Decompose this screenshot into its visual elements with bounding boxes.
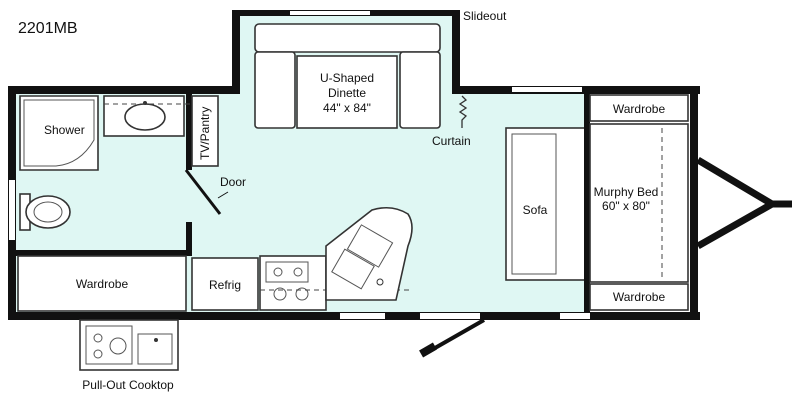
pull-out-cooktop xyxy=(79,319,179,371)
curtain-label: Curtain xyxy=(432,134,471,148)
wardrobe-bath-label: Wardrobe xyxy=(76,277,129,291)
refrigerator xyxy=(191,257,259,311)
murphy-bed-label: Murphy Bed xyxy=(594,185,659,199)
wardrobe-top xyxy=(589,94,689,122)
dinette xyxy=(254,23,441,129)
sofa-label: Sofa xyxy=(523,203,548,217)
door-leader xyxy=(217,191,229,199)
bedroom xyxy=(584,93,689,312)
tv-pantry-label: TV/Pantry xyxy=(198,107,212,160)
entry-step xyxy=(419,342,437,358)
bathroom xyxy=(16,94,192,256)
windows xyxy=(9,11,590,319)
wardrobe-bottom-label: Wardrobe xyxy=(613,290,666,304)
kitchen-island-sink xyxy=(325,206,413,301)
wardrobe-bath xyxy=(17,255,187,312)
tv-pantry xyxy=(191,95,219,167)
wardrobe-bottom xyxy=(589,283,689,311)
door-label: Door xyxy=(220,175,246,189)
trailer-hitch xyxy=(696,156,792,250)
curtain-symbol xyxy=(458,95,468,128)
murphy-bed-size: 60" x 80" xyxy=(602,199,650,213)
shower-label: Shower xyxy=(44,123,85,137)
kitchen-counter xyxy=(259,255,412,311)
dinette-label-line2: Dinette xyxy=(328,86,366,100)
murphy-bed xyxy=(589,123,689,283)
entry-door xyxy=(427,318,485,354)
refrig-label: Refrig xyxy=(209,278,241,292)
pull-out-cooktop-label: Pull-Out Cooktop xyxy=(82,378,174,392)
dinette-label-line1: U-Shaped xyxy=(320,71,374,85)
sofa xyxy=(505,127,587,281)
model-number: 2201MB xyxy=(18,20,78,37)
slideout-label: Slideout xyxy=(463,9,507,23)
wardrobe-top-label: Wardrobe xyxy=(613,102,666,116)
dinette-size: 44" x 84" xyxy=(323,101,371,115)
bath-door xyxy=(184,169,222,215)
